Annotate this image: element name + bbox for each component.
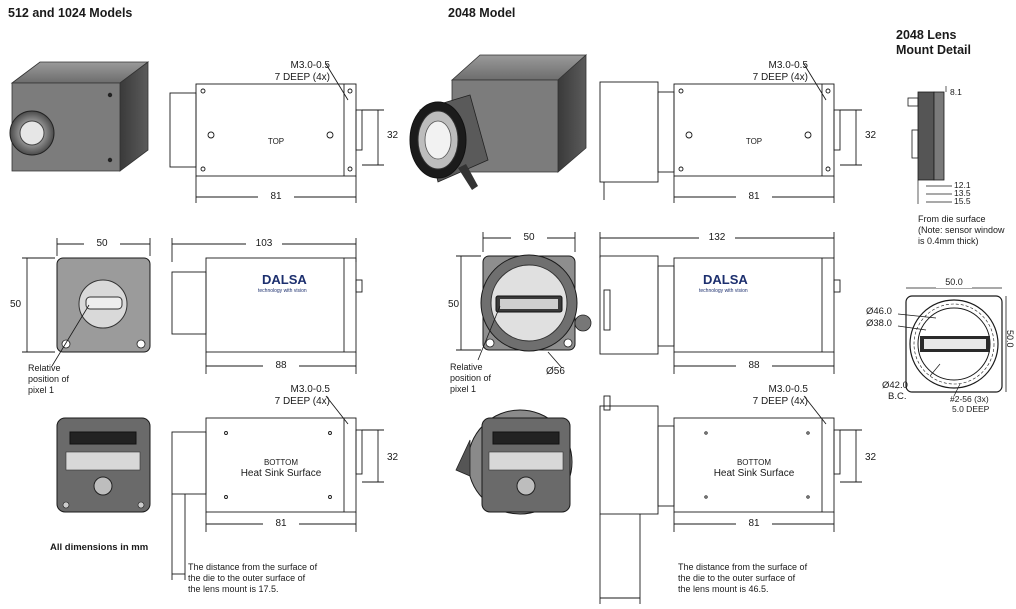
pixel-note-2048-3: pixel 1: [450, 384, 477, 394]
brand-tagline-small: technology with vision: [258, 288, 307, 294]
dim-50-front-small-w: 50: [84, 238, 120, 250]
dim-50-0-w: 50.0: [936, 276, 972, 288]
pixel-note-2048-1: Relative: [450, 362, 483, 372]
pixel-note-small-2: position of: [28, 374, 70, 384]
dim-103: 103: [246, 238, 282, 250]
screw-callout-2: 5.0 DEEP: [952, 404, 990, 414]
thread-callout-1a: M3.0-0.5: [290, 60, 330, 71]
brand-tagline-2048: technology with vision: [699, 288, 748, 294]
dim-88-2048: 88: [736, 360, 772, 372]
bottom-label-small-1: BOTTOM: [263, 458, 299, 467]
heading-2048-model: 2048 Model: [448, 6, 516, 20]
rear-view-small: [56, 417, 151, 513]
die-surface-note-1: From die surface: [918, 214, 986, 224]
dim-81-top-small: 81: [258, 191, 294, 203]
dim-81-top-2048: 81: [736, 191, 772, 203]
die-distance-note-small-3: the lens mount is 17.5.: [188, 584, 279, 594]
die-distance-note-small-2: the die to the outer surface of: [188, 573, 306, 583]
iso-camera-2048: [409, 54, 588, 190]
dim-50-front-small-h: 50: [10, 299, 22, 310]
bottom-label-2048-1: BOTTOM: [736, 458, 772, 467]
bottom-label-2048-2: Heat Sink Surface: [713, 468, 795, 479]
dim-32-bottom-2048: 32: [865, 452, 877, 463]
pixel-note-small-3: pixel 1: [28, 385, 55, 395]
heading-lens-mount-1: 2048 Lens: [896, 28, 957, 42]
pixel-note-small-1: Relative: [28, 363, 61, 373]
die-distance-note-small-1: The distance from the surface of: [188, 562, 318, 572]
die-distance-note-2048-2: the die to the outer surface of: [678, 573, 796, 583]
thread-callout-4a: M3.0-0.5: [768, 384, 808, 395]
top-view-2048: [599, 63, 862, 203]
lens-mount-section: [907, 86, 952, 204]
thread-callout-3a: M3.0-0.5: [290, 384, 330, 395]
die-surface-note-2: (Note: sensor window: [918, 225, 1005, 235]
iso-camera-small: [9, 61, 150, 172]
side-view-2048: [599, 232, 841, 374]
screw-callout-1: #2-56 (3x): [950, 394, 989, 404]
dim-42: Ø42.0: [882, 380, 908, 391]
side-view-small: [171, 238, 363, 374]
dim-50-0-h: 50.0: [1005, 330, 1015, 348]
die-distance-note-2048-1: The distance from the surface of: [678, 562, 808, 572]
dim-46: Ø46.0: [866, 306, 892, 317]
thread-callout-2a: M3.0-0.5: [768, 60, 808, 71]
rear-view-2048: [455, 409, 573, 515]
top-view-small: [169, 63, 384, 203]
thread-callout-3b: 7 DEEP (4x): [274, 396, 330, 407]
dim-32-top-2048: 32: [865, 130, 877, 141]
dim-81-bottom-2048: 81: [736, 518, 772, 530]
thread-callout-1b: 7 DEEP (4x): [274, 72, 330, 83]
die-surface-note-3: is 0.4mm thick): [918, 236, 979, 246]
dim-32-bottom-small: 32: [387, 452, 399, 463]
dim-32-top-small: 32: [387, 130, 399, 141]
brand-logo-small: DALSA: [262, 272, 307, 287]
dim-88-small: 88: [263, 360, 299, 372]
dim-38: Ø38.0: [866, 318, 892, 329]
dim-50-front-2048-w: 50: [511, 232, 547, 244]
heading-lens-mount-2: Mount Detail: [896, 43, 971, 57]
dim-bc: B.C.: [888, 391, 907, 402]
thread-callout-4b: 7 DEEP (4x): [752, 396, 808, 407]
top-label-2048: TOP: [745, 137, 763, 146]
dim-56: Ø56: [546, 366, 565, 377]
top-label-small: TOP: [267, 137, 285, 146]
units-note: All dimensions in mm: [50, 542, 149, 553]
front-view-2048: [456, 232, 592, 369]
dim-50-front-2048-h: 50: [448, 299, 460, 310]
brand-logo-2048: DALSA: [703, 272, 748, 287]
bottom-label-small-2: Heat Sink Surface: [240, 468, 322, 479]
front-view-small: [22, 238, 151, 367]
pixel-note-2048-2: position of: [450, 373, 492, 383]
dim-12-1: 12.1: [954, 180, 971, 190]
dim-81-bottom-small: 81: [263, 518, 299, 530]
bottom-view-small: [171, 395, 384, 580]
dim-8-1: 8.1: [950, 87, 962, 97]
dim-13-5: 13.5: [954, 188, 971, 198]
lens-mount-front: [897, 287, 1007, 397]
thread-callout-2b: 7 DEEP (4x): [752, 72, 808, 83]
heading-small-models: 512 and 1024 Models: [8, 6, 133, 20]
dim-15-5: 15.5: [954, 196, 971, 206]
die-distance-note-2048-3: the lens mount is 46.5.: [678, 584, 769, 594]
dim-132: 132: [699, 232, 735, 244]
bottom-view-2048: [599, 395, 862, 604]
